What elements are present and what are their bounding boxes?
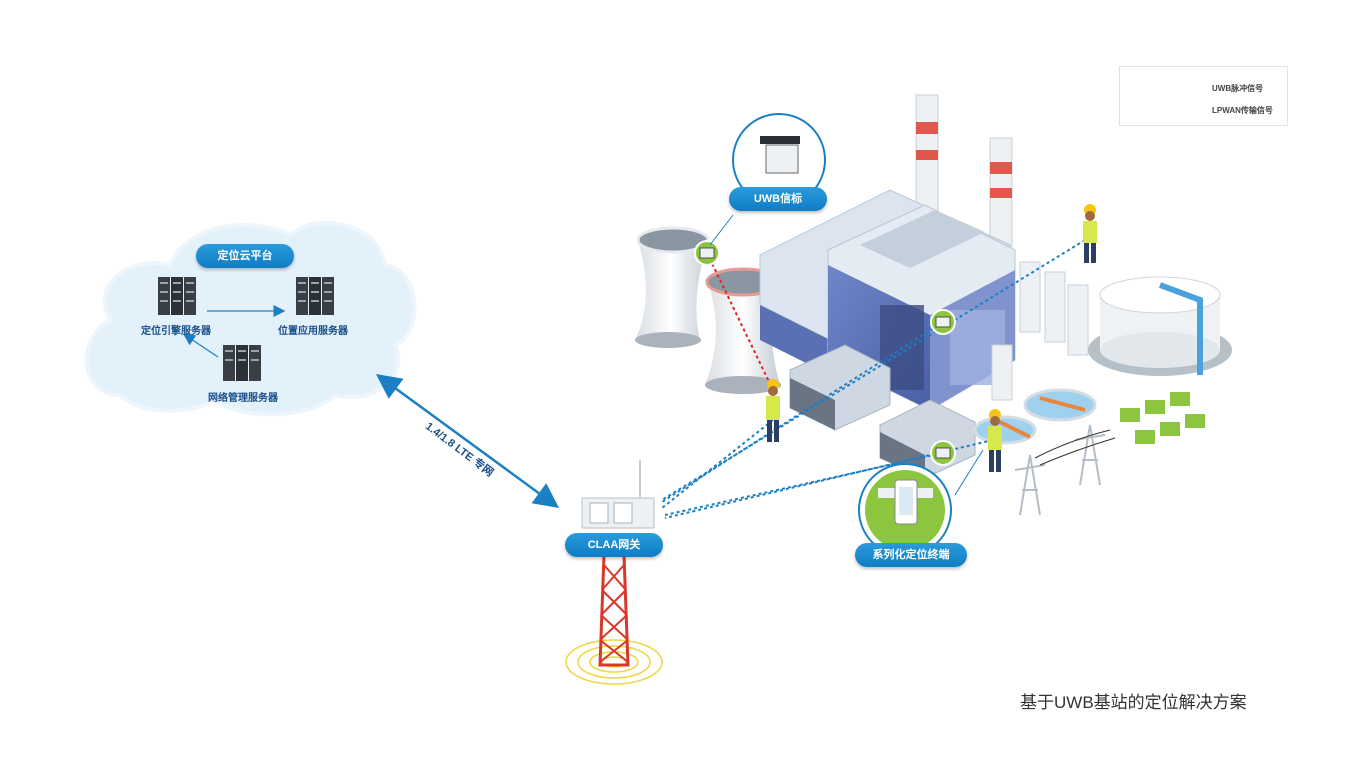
cloud-platform xyxy=(84,220,417,417)
uwb-beacon-callout xyxy=(709,113,826,246)
page-caption: 基于UWB基站的定位解决方案 xyxy=(1020,693,1247,712)
server-app-icon xyxy=(296,277,334,315)
legend-item-uwb: UWB脉冲信号 xyxy=(1130,82,1280,96)
gateway-label: CLAA网关 xyxy=(565,533,663,557)
uwb-beacon-1 xyxy=(694,240,720,266)
network-server-label: 网络管理服务器 xyxy=(208,393,278,404)
uwb-signal-lines xyxy=(706,252,774,391)
uwb-beacon-2 xyxy=(930,309,956,335)
legend-item-lpwan: LPWAN传输信号 xyxy=(1130,104,1280,118)
beacon-label: UWB信标 xyxy=(729,187,827,211)
transformers xyxy=(1120,392,1205,444)
engine-server-label: 定位引擎服务器 xyxy=(141,326,211,337)
terminal-callout xyxy=(858,449,984,557)
power-pylons xyxy=(1014,424,1116,516)
uwb-beacon-3 xyxy=(930,440,956,466)
server-network-icon xyxy=(223,345,261,381)
worker-1 xyxy=(1083,204,1097,263)
water-pools xyxy=(973,388,1097,445)
app-server-label: 位置应用服务器 xyxy=(278,326,348,337)
cloud-platform-title: 定位云平台 xyxy=(196,244,294,268)
terminal-label: 系列化定位终端 xyxy=(855,543,967,567)
gateway-tower xyxy=(565,460,663,685)
legend-lpwan-text: LPWAN传输信号 xyxy=(1212,106,1273,115)
server-engine-icon xyxy=(158,277,196,315)
network-to-engine-arrow xyxy=(183,333,219,358)
worker-3 xyxy=(988,409,1002,472)
legend-uwb-text: UWB脉冲信号 xyxy=(1212,84,1264,93)
lte-link-arrow xyxy=(375,374,560,508)
storage-tank xyxy=(1088,276,1232,376)
worker-2 xyxy=(766,379,780,442)
silos xyxy=(991,261,1089,401)
legend: UWB脉冲信号 LPWAN传输信号 xyxy=(1119,66,1288,126)
